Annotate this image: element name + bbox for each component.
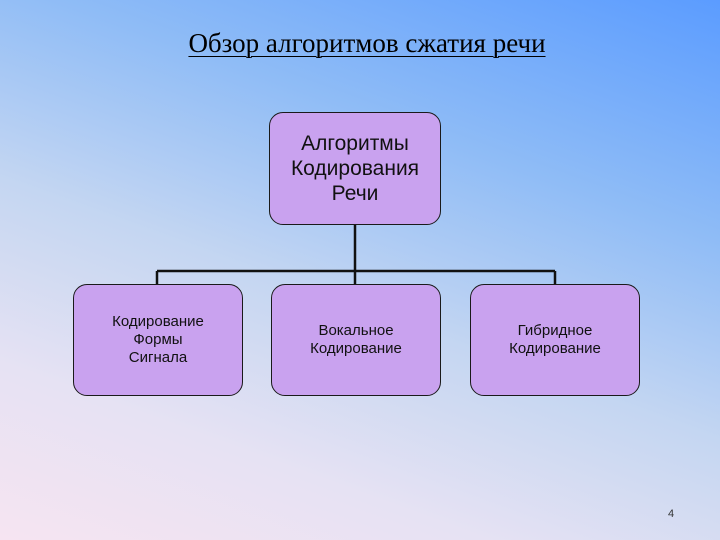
page-number: 4 xyxy=(668,508,675,520)
root-node: Алгоритмы Кодирования Речи xyxy=(269,112,441,225)
child-node-vocal-coding: Вокальное Кодирование xyxy=(271,284,441,396)
child-node-hybrid-coding: Гибридное Кодирование xyxy=(470,284,640,396)
slide-title: Обзор алгоритмов сжатия речи xyxy=(188,28,546,58)
child-node-waveform-coding: Кодирование Формы Сигнала xyxy=(73,284,243,396)
